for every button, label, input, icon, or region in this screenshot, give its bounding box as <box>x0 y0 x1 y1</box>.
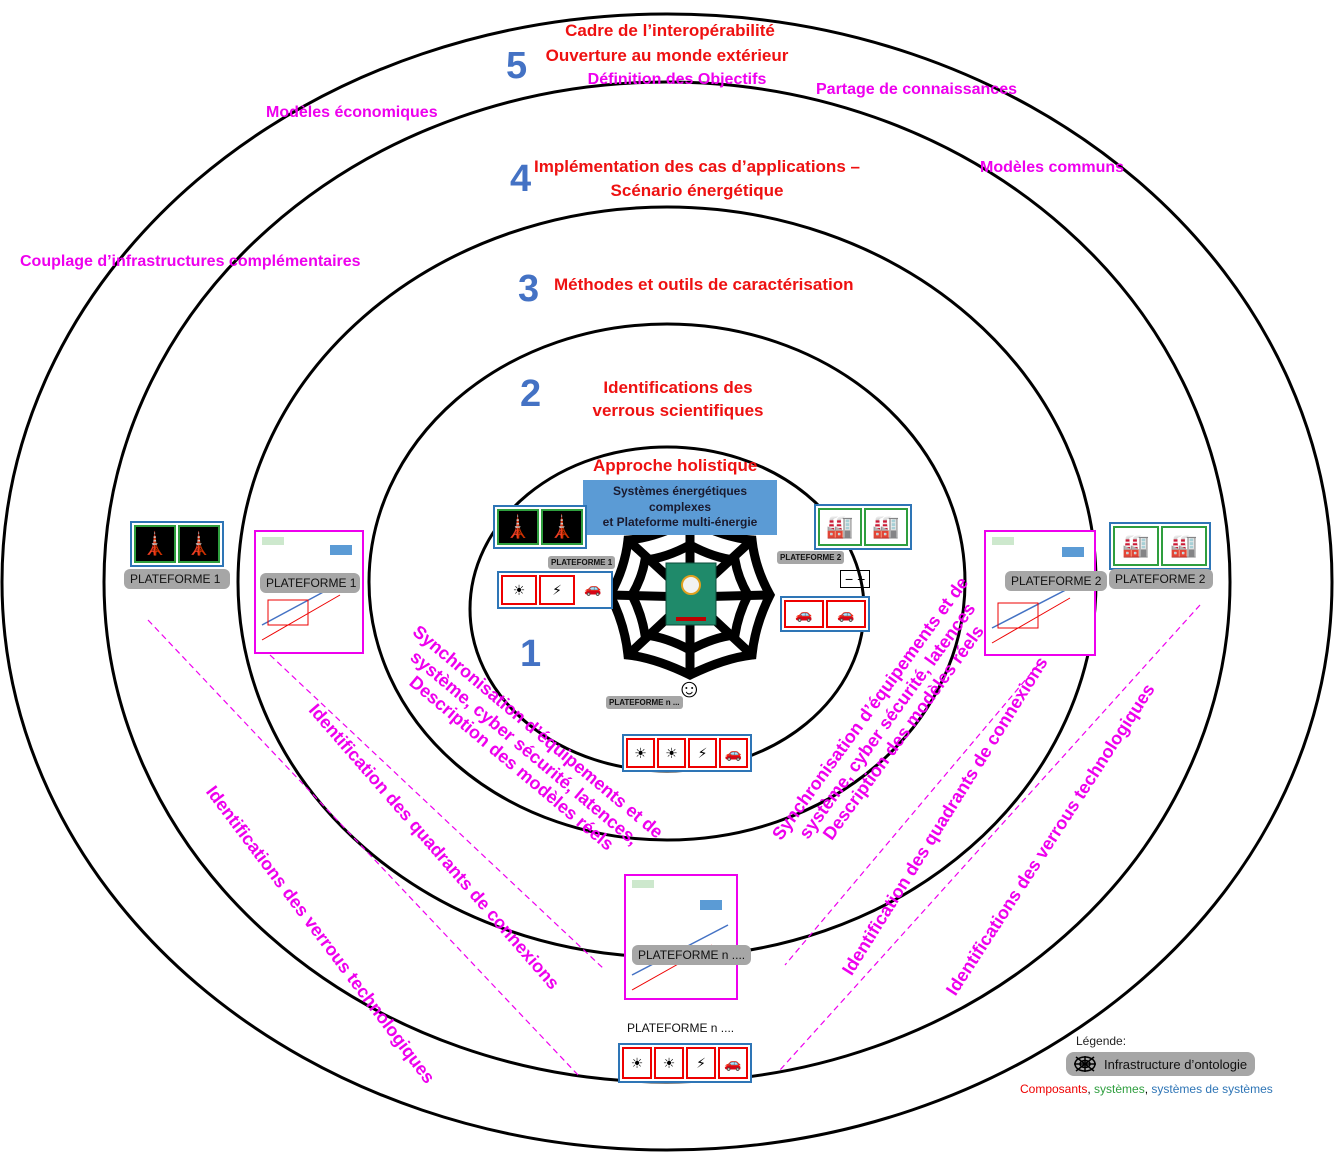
ring-number-4: 4 <box>510 158 532 200</box>
modeles-communs-label: Modèles communs <box>980 159 1125 176</box>
p1-pylon-box-outer: 🗼 🗼 <box>130 521 224 567</box>
platform-n-center-tag: PLATEFORME n ... <box>606 696 683 709</box>
thumb-pn-drawing <box>624 874 738 1000</box>
p2-components-box: 🚗 🚗 <box>780 596 870 632</box>
platform-1-center-tag: PLATEFORME 1 <box>548 556 616 569</box>
battery-icon: − + <box>840 570 871 589</box>
dash-left-inner <box>269 654 606 971</box>
web-icon <box>1074 1056 1096 1072</box>
partage-connaissances-label: Partage de connaissances <box>816 81 1017 98</box>
pylon-icon: 🗼 <box>497 509 539 545</box>
solar-icon: ☀ <box>622 1047 652 1079</box>
ring5-ouverture-label: Ouverture au monde extérieur <box>545 46 789 65</box>
couplage-label: Couplage d’infrastructures complémentair… <box>20 253 361 270</box>
modeles-economiques-label: Modèles économiques <box>266 104 438 121</box>
factory-icon: 🏭 <box>818 508 862 546</box>
wind-icon: ⚡ <box>688 738 717 768</box>
factory-icon: 🏭 <box>1113 526 1159 566</box>
ring4-scenario-label: Scénario énergétique <box>610 181 784 200</box>
platform-1-inner-tag: PLATEFORME 1 <box>260 573 360 593</box>
ring3-methodes-label: Méthodes et outils de caractérisation <box>554 275 854 294</box>
pn-components-box-center: ☀ ☀ ⚡ 🚗 <box>622 734 752 772</box>
blue-box-line1: Systèmes énergétiques complexes <box>612 484 748 514</box>
ring-5 <box>0 12 1334 1152</box>
ring5-objectifs-label: Définition des Objectifs <box>587 71 767 88</box>
p2-factory-box-center: 🏭 🏭 <box>814 504 912 550</box>
ring2-line2: verrous scientifiques <box>592 401 764 420</box>
legend-sos: systèmes de systèmes <box>1151 1082 1273 1096</box>
car-icon: 🚗 <box>826 600 866 628</box>
legend-sep-2: , <box>1144 1082 1152 1096</box>
legend-title: Légende: <box>1076 1034 1127 1048</box>
dash-right-inner <box>784 664 1039 966</box>
legend-ontology-label: Infrastructure d’ontologie <box>1104 1056 1248 1072</box>
ring-number-2: 2 <box>520 373 542 415</box>
ring4-impl-label: Implémentation des cas d’applications – <box>534 157 860 176</box>
platform-2-inner-tag: PLATEFORME 2 <box>1005 571 1108 591</box>
blue-box-line2: et Plateforme multi-énergie <box>602 515 758 530</box>
legend-key: Composants, systèmes, systèmes de systèm… <box>1020 1082 1273 1096</box>
ring-number-5: 5 <box>506 45 528 87</box>
dash-right-outer <box>779 604 1201 1071</box>
dash-left-outer <box>147 619 579 1076</box>
ring1-title: Approche holistique <box>593 456 758 475</box>
legend-sep-1: , <box>1087 1082 1095 1096</box>
ring5-interop-label: Cadre de l’interopérabilité <box>565 21 775 40</box>
wind-icon: ⚡ <box>539 575 575 605</box>
platform-2-center-tag: PLATEFORME 2 <box>777 551 845 564</box>
thumb-p2-drawing <box>984 530 1096 656</box>
car-icon: 🚗 <box>719 738 748 768</box>
pylon-icon: 🗼 <box>134 525 176 563</box>
platform-1-outer-tag: PLATEFORME 1 <box>124 569 230 589</box>
ring-2 <box>367 322 967 842</box>
car-icon: 🚗 <box>584 579 602 596</box>
ring-number-1: 1 <box>520 633 542 675</box>
car-icon: 🚗 <box>784 600 824 628</box>
platform-n-bottom-label: PLATEFORME n .... <box>627 1021 735 1035</box>
legend-composants: Composants <box>1020 1082 1088 1096</box>
factory-icon: 🏭 <box>864 508 908 546</box>
ring2-line1: Identifications des <box>603 378 753 397</box>
solar-icon: ☀ <box>626 738 655 768</box>
legend-ontology-row: Infrastructure d’ontologie <box>1066 1052 1256 1076</box>
solar-icon: ☀ <box>501 575 537 605</box>
platform-n-thumb-tag: PLATEFORME n .... <box>632 945 752 965</box>
ring-number-3: 3 <box>518 268 540 310</box>
solar-icon: ☀ <box>657 738 686 768</box>
pn-components-box-bottom: ☀ ☀ ⚡ 🚗 <box>618 1043 752 1083</box>
wind-icon: ⚡ <box>686 1047 716 1079</box>
p1-pylon-box-center: 🗼 🗼 <box>493 505 587 549</box>
p1-components-box: ☀ ⚡ 🚗 <box>497 571 613 609</box>
solar-icon: ☀ <box>654 1047 684 1079</box>
ontology-center-bar <box>676 617 706 621</box>
systemes-complexes-box: Systèmes énergétiques complexes et Plate… <box>583 480 777 535</box>
pylon-icon: 🗼 <box>541 509 583 545</box>
legend-systemes: systèmes <box>1094 1082 1145 1096</box>
pylon-icon: 🗼 <box>178 525 220 563</box>
ontology-center-logo <box>681 575 701 595</box>
platform-2-outer-tag: PLATEFORME 2 <box>1109 569 1213 589</box>
p2-factory-box-outer: 🏭 🏭 <box>1109 522 1211 570</box>
car-icon: 🚗 <box>718 1047 748 1079</box>
factory-icon: 🏭 <box>1161 526 1207 566</box>
